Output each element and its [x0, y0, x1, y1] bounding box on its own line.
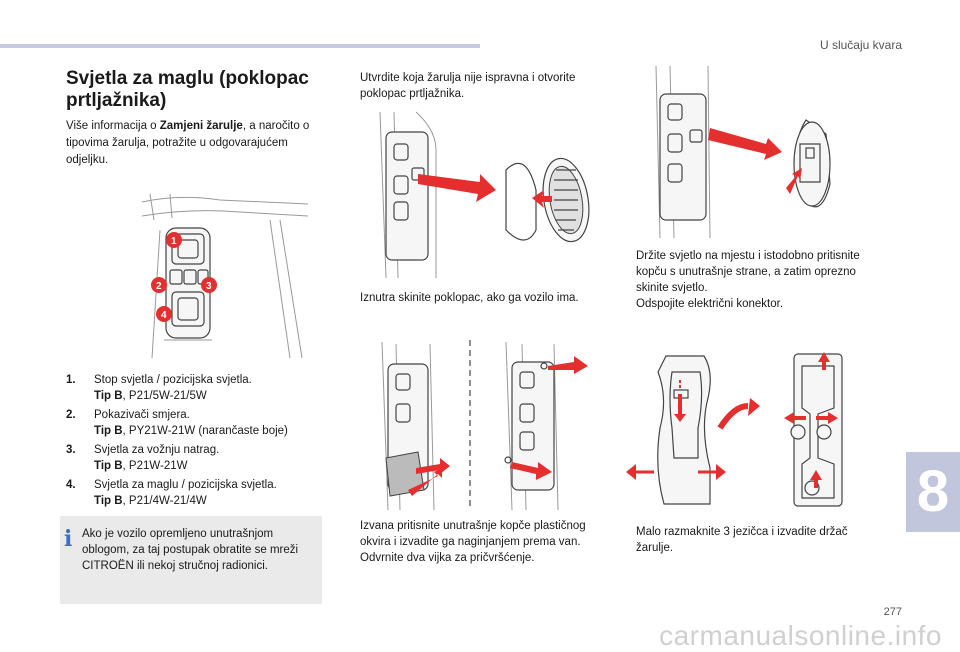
remove-cover-diagram	[379, 111, 590, 279]
info-icon: i	[64, 526, 73, 552]
step-remove-bulb-holder: Malo razmaknite 3 jezičca i izvadite drž…	[620, 524, 878, 556]
badge-3: 3	[201, 277, 217, 293]
page-number: 277	[883, 606, 902, 618]
step-bullet-icon	[344, 290, 360, 306]
bulb-legend: 1. Stop svjetla / pozicijska svjetla.Tip…	[66, 372, 324, 512]
svg-text:1: 1	[171, 236, 177, 247]
watermark: carmanualsonline.info	[659, 620, 942, 651]
svg-text:3: 3	[206, 281, 212, 292]
step-remove-light: Držite svjetlo na mjestu i istodobno pri…	[620, 248, 878, 312]
svg-text:4: 4	[161, 310, 167, 321]
step-bullet-icon	[344, 70, 360, 102]
step-bullet-icon	[620, 524, 636, 556]
step-release-frame: Izvana pritisnite unutrašnje kopče plast…	[344, 518, 594, 566]
note-text: Ako je vozilo opremljeno unutrašnjom obl…	[82, 528, 299, 572]
page-title: Svjetla za maglu (poklopac prtljažnika)	[66, 68, 309, 111]
legend-item: 3. Svjetla za vožnju natrag.Tip B, P21W-…	[66, 444, 220, 472]
step-open-tailgate: Utvrdite koja žarulja nije ispravna i ot…	[344, 70, 594, 102]
step-bullet-icon	[344, 518, 360, 550]
intro-bold-link: Zamjeni žarulje	[159, 120, 243, 132]
step-bullet-icon	[344, 550, 360, 566]
legend-item: 1. Stop svjetla / pozicijska svjetla.Tip…	[66, 374, 252, 402]
intro-after: , a naročito o tipovima žarulja, potraži…	[66, 120, 310, 166]
badge-4: 4	[156, 306, 172, 322]
legend-item: 4. Svjetla za maglu / pozicijska svjetla…	[66, 479, 277, 507]
step-remove-cover: Iznutra skinite poklopac, ako ga vozilo …	[344, 290, 594, 306]
svg-text:2: 2	[156, 281, 162, 292]
legend-item: 2. Pokazivači smjera.Tip B, PY21W-21W (n…	[66, 409, 288, 437]
header-bar	[0, 44, 480, 48]
chapter-tab: 8	[906, 452, 960, 532]
badge-2: 2	[151, 277, 167, 293]
intro-before: Više informacija o	[66, 120, 160, 132]
badge-1: 1	[166, 232, 182, 248]
bulb-holder-diagram	[626, 352, 843, 507]
step-bullet-icon	[620, 296, 636, 312]
intro-text: Više informacija o Zamjeni žarulje, a na…	[66, 118, 324, 169]
section-header: U slučaju kvara	[819, 38, 902, 52]
frame-and-screws-diagram	[381, 340, 588, 511]
info-note: i Ako je vozilo opremljeno unutrašnjom o…	[60, 516, 322, 604]
release-light-diagram	[655, 65, 831, 239]
step-bullet-icon	[620, 248, 636, 296]
tail-light-bulbs-diagram: 1 2 3 4	[141, 193, 309, 359]
